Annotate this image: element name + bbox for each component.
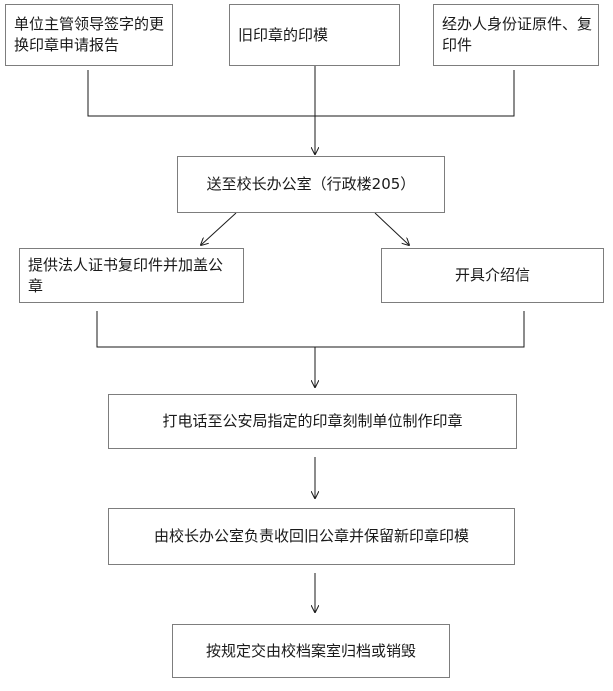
node-text: 打电话至公安局指定的印章刻制单位制作印章	[162, 412, 463, 430]
node-principal-office: 送至校长办公室（行政楼205）	[177, 156, 445, 213]
node-text: 送至校长办公室（行政楼205）	[206, 175, 416, 193]
node-introduction-letter: 开具介绍信	[381, 248, 604, 303]
node-id-card-copy: 经办人身份证原件、复印件	[433, 4, 599, 66]
node-leader-signed-report: 单位主管领导签字的更换印章申请报告	[5, 4, 173, 66]
node-text: 按规定交由校档案室归档或销毁	[205, 641, 416, 660]
node-license-copy-with-seal: 提供法人证书复印件并加盖公章	[19, 248, 244, 303]
node-text: 单位主管领导签字的更换印章申请报告	[14, 15, 165, 54]
node-text: 旧印章的印模	[238, 25, 329, 44]
merge-line-top	[87, 70, 515, 117]
node-old-seal-impression: 旧印章的印模	[229, 4, 400, 66]
merge-line-middle	[96, 311, 525, 348]
node-text: 由校长办公室负责收回旧公章并保留新印章印模	[153, 527, 469, 545]
node-text: 提供法人证书复印件并加盖公章	[28, 255, 224, 295]
node-text: 经办人身份证原件、复印件	[442, 15, 593, 54]
node-recover-old-seal: 由校长办公室负责收回旧公章并保留新印章印模	[108, 508, 515, 565]
node-text: 开具介绍信	[454, 266, 530, 284]
node-engrave-seal: 打电话至公安局指定的印章刻制单位制作印章	[108, 394, 517, 449]
node-archive-or-destroy: 按规定交由校档案室归档或销毁	[172, 624, 450, 678]
connector-arrow-right	[374, 212, 409, 245]
connector-arrow-left	[201, 212, 237, 245]
